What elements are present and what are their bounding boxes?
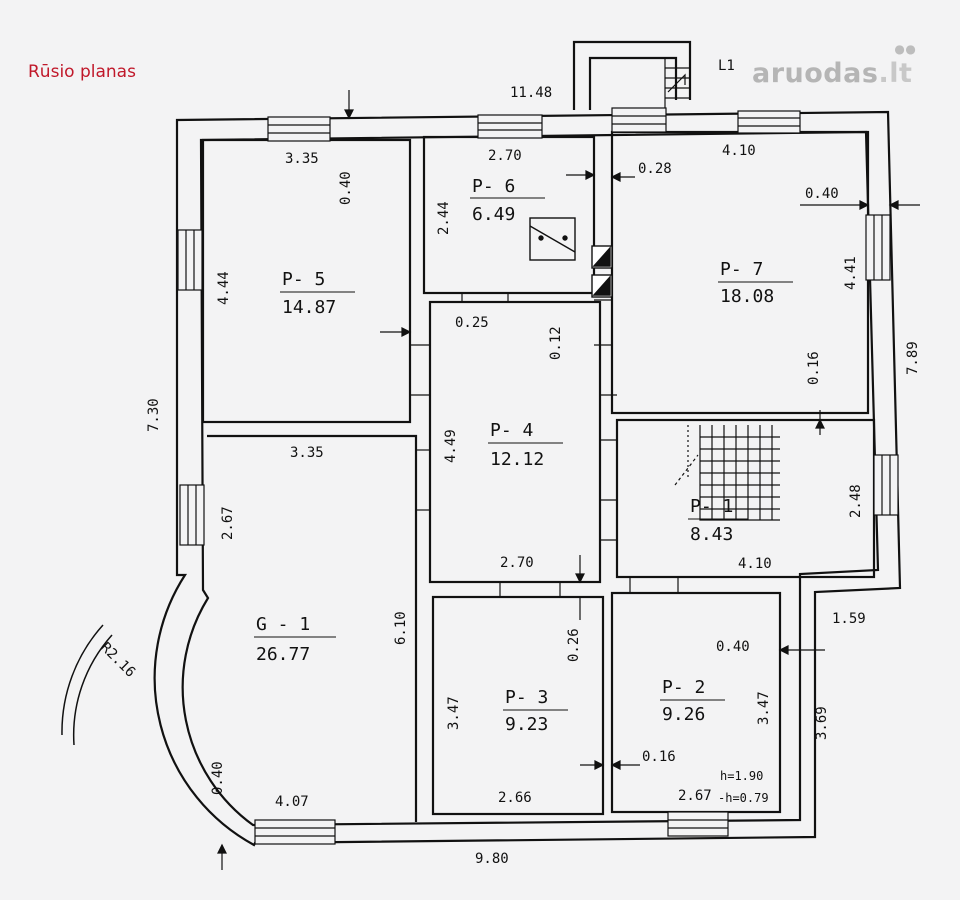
room-labels: P- 6 6.49 P- 5 14.87 P- 7 18.08 P- 4 12.…	[254, 176, 793, 735]
window-g1-bottom	[254, 819, 336, 845]
dimension-markers	[217, 90, 920, 870]
dim-p5-width: 3.35	[285, 151, 319, 167]
dim-p1-height: 2.48	[848, 484, 864, 518]
dim-h2: -h=0.79	[718, 791, 769, 805]
dim-p3-wall: 0.26	[566, 628, 582, 662]
entrance-label: L1	[718, 58, 735, 74]
window-p7-right	[865, 214, 891, 281]
window-g1-left	[179, 484, 205, 546]
room-outline-p3	[431, 595, 605, 816]
dim-p5-height: 4.44	[216, 271, 232, 305]
dim-offset-right: 1.59	[832, 611, 866, 627]
window-p6-top	[477, 114, 543, 139]
dimension-labels: 11.48 3.35 0.40 4.44 2.70 2.44 0.28 4.10…	[97, 85, 921, 867]
logo-tld: .lt	[878, 58, 913, 89]
dim-p6-height: 2.44	[436, 201, 452, 235]
room-id-p1: P- 1	[690, 496, 733, 517]
dim-radius: R2.16	[97, 640, 138, 681]
dim-p4-width: 2.70	[500, 555, 534, 571]
stair-top-inner	[588, 56, 678, 110]
room-area-p2: 9.26	[662, 704, 705, 725]
door-openings	[410, 293, 679, 597]
inner-wall-outline	[181, 130, 880, 827]
dim-h1: h=1.90	[720, 769, 763, 783]
room-area-p5: 14.87	[282, 297, 336, 318]
dim-p2-width: 2.67	[678, 788, 712, 804]
outer-wall-outline	[153, 110, 902, 847]
dim-top-total: 11.48	[510, 85, 552, 101]
aruodas-watermark-logo: aruodas.lt ●●	[752, 42, 916, 89]
room-id-p7: P- 7	[720, 259, 763, 280]
room-area-p3: 9.23	[505, 714, 548, 735]
windows	[177, 107, 899, 845]
room-id-p4: P- 4	[490, 420, 533, 441]
dim-p7-height: 4.41	[843, 256, 859, 290]
logo-name: aruodas	[752, 58, 879, 89]
room-id-p6: P- 6	[472, 176, 515, 197]
dim-right-total-upper: 7.89	[905, 341, 921, 375]
dim-p7-wall-bottom: 0.16	[806, 351, 822, 385]
room-outline-p4	[428, 300, 602, 584]
dim-p3-width: 2.66	[498, 790, 532, 806]
dim-p2-wall-top: 0.40	[716, 639, 750, 655]
bay-window-arch	[61, 624, 113, 746]
chimney-flue-icon	[591, 245, 613, 298]
window-p5-top	[267, 116, 331, 142]
room-outline-g1	[207, 434, 418, 822]
window-p7-top	[737, 110, 801, 134]
window-p5-left	[177, 229, 203, 291]
room-area-p4: 12.12	[490, 449, 544, 470]
room-area-p7: 18.08	[720, 286, 774, 307]
dim-p3-height: 3.47	[446, 696, 462, 730]
dim-g1-wall: 0.40	[210, 761, 226, 795]
dim-p6-width: 2.70	[488, 148, 522, 164]
room-id-p5: P- 5	[282, 269, 325, 290]
dim-g1-side: 2.67	[220, 506, 236, 540]
stair-top-extension	[572, 40, 692, 110]
room-area-p6: 6.49	[472, 204, 515, 225]
room-area-p1: 8.43	[690, 524, 733, 545]
plan-title: Rūsio planas	[28, 62, 136, 82]
dim-p4-wall-top: 0.12	[548, 326, 564, 360]
dim-bottom-total: 9.80	[475, 851, 509, 867]
dim-p2-height: 3.47	[756, 691, 772, 725]
logo-dots-icon: ●●	[894, 42, 917, 56]
window-p1-right	[873, 454, 899, 516]
dim-p1-width: 4.10	[738, 556, 772, 572]
dim-g1-width-top: 3.35	[290, 445, 324, 461]
window-p2-bottom	[667, 811, 729, 837]
dim-p5-wall: 0.40	[338, 171, 354, 205]
dim-left-total: 7.30	[146, 398, 162, 432]
room-area-g1: 26.77	[256, 644, 310, 665]
dim-g1-width-bottom: 4.07	[275, 794, 309, 810]
room-id-p3: P- 3	[505, 687, 548, 708]
boiler-icon	[529, 217, 576, 261]
room-id-g1: G - 1	[256, 614, 310, 635]
dim-p7-wall-top: 0.28	[638, 161, 672, 177]
dim-p7-wall-right: 0.40	[805, 186, 839, 202]
window-stair-top	[611, 107, 667, 133]
entrance-stair-icon	[664, 58, 690, 108]
room-id-p2: P- 2	[662, 677, 705, 698]
dim-right-total-lower: 3.69	[814, 706, 830, 740]
room-outline-p1	[615, 418, 876, 579]
dim-p4-wall-left: 0.25	[455, 315, 489, 331]
dim-p2-wall-bottom: 0.16	[642, 749, 676, 765]
dim-g1-height: 6.10	[393, 611, 409, 645]
dim-p4-height: 4.49	[443, 429, 459, 463]
staircase-icon	[674, 425, 780, 521]
dim-p7-width: 4.10	[722, 143, 756, 159]
